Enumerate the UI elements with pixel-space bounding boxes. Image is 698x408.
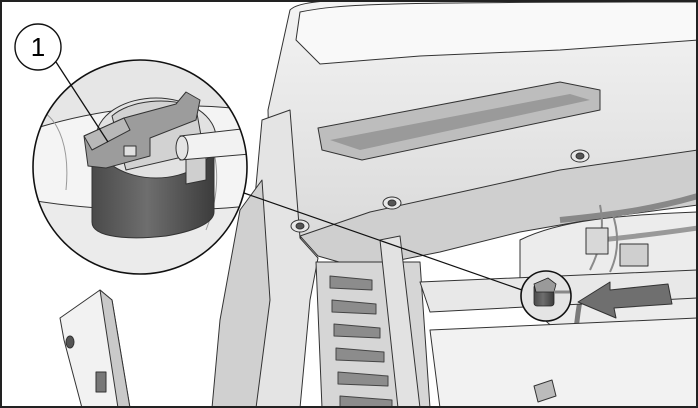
lower-trim — [429, 317, 697, 407]
bumper-left-flange-edge — [211, 179, 271, 407]
hose-upper — [559, 193, 697, 223]
grille-vertical-post — [379, 235, 421, 407]
leader-line — [243, 192, 523, 291]
callout-1-bubble — [14, 23, 62, 71]
bumper-ridge — [295, 1, 697, 65]
fastener-3 — [570, 149, 590, 163]
bumper-recess-shadow — [330, 94, 590, 150]
hose-lower — [599, 225, 697, 243]
mount-bracket-side — [99, 289, 131, 407]
direction-arrow — [577, 281, 673, 319]
callout-1-number: 1 — [31, 32, 45, 62]
mount-bracket-hole — [65, 335, 75, 349]
callout-1: 1 — [14, 23, 109, 143]
callout-1-leader — [55, 61, 109, 143]
lower-bolt — [533, 379, 557, 403]
connector-plug — [619, 243, 649, 267]
connector-block — [585, 227, 609, 255]
target-circle — [520, 270, 572, 322]
fastener-2 — [382, 196, 402, 210]
grille-slats — [329, 275, 393, 407]
fastener-1 — [290, 219, 310, 233]
mount-bracket-tab — [95, 371, 107, 393]
zoom-detail — [32, 59, 248, 275]
